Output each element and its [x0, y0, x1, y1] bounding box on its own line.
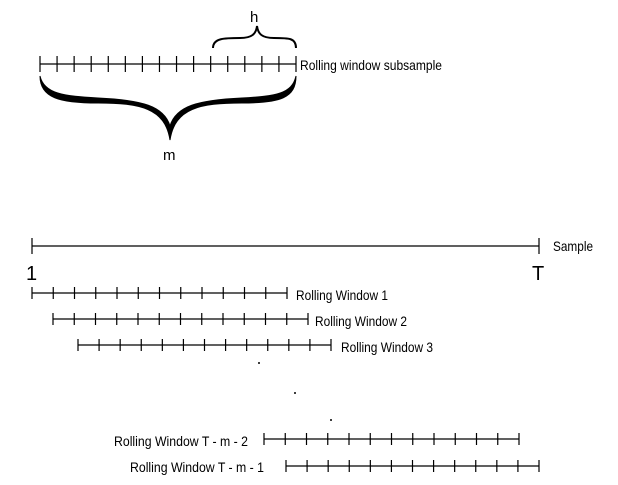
sample-end-label: T	[532, 263, 544, 285]
subsample-timeline	[39, 56, 297, 72]
rolling-window-1-line	[31, 287, 288, 299]
h-label: h	[250, 9, 258, 26]
rolling-window-3-line	[77, 339, 332, 351]
ellipsis-dots	[258, 362, 332, 421]
m-brace	[39, 75, 297, 141]
window-3-label: Rolling Window 3	[341, 339, 433, 355]
window-t-m-2-label: Rolling Window T - m - 2	[114, 433, 248, 449]
sample-timeline	[31, 238, 540, 254]
rolling-window-4-line	[263, 433, 520, 445]
h-brace	[212, 25, 297, 49]
ellipsis-dot	[294, 392, 296, 394]
window-1-label: Rolling Window 1	[296, 287, 388, 303]
rolling-window-2-line	[52, 313, 309, 325]
ellipsis-dot	[330, 419, 332, 421]
subsample-label: Rolling window subsample	[300, 57, 442, 73]
sample-start-label: 1	[26, 263, 37, 285]
sample-label: Sample	[553, 238, 593, 254]
window-t-m-1-label: Rolling Window T - m - 1	[130, 459, 264, 475]
window-2-label: Rolling Window 2	[315, 313, 407, 329]
m-label: m	[163, 147, 176, 164]
rolling-window-5-line	[285, 460, 540, 472]
ellipsis-dot	[258, 362, 260, 364]
